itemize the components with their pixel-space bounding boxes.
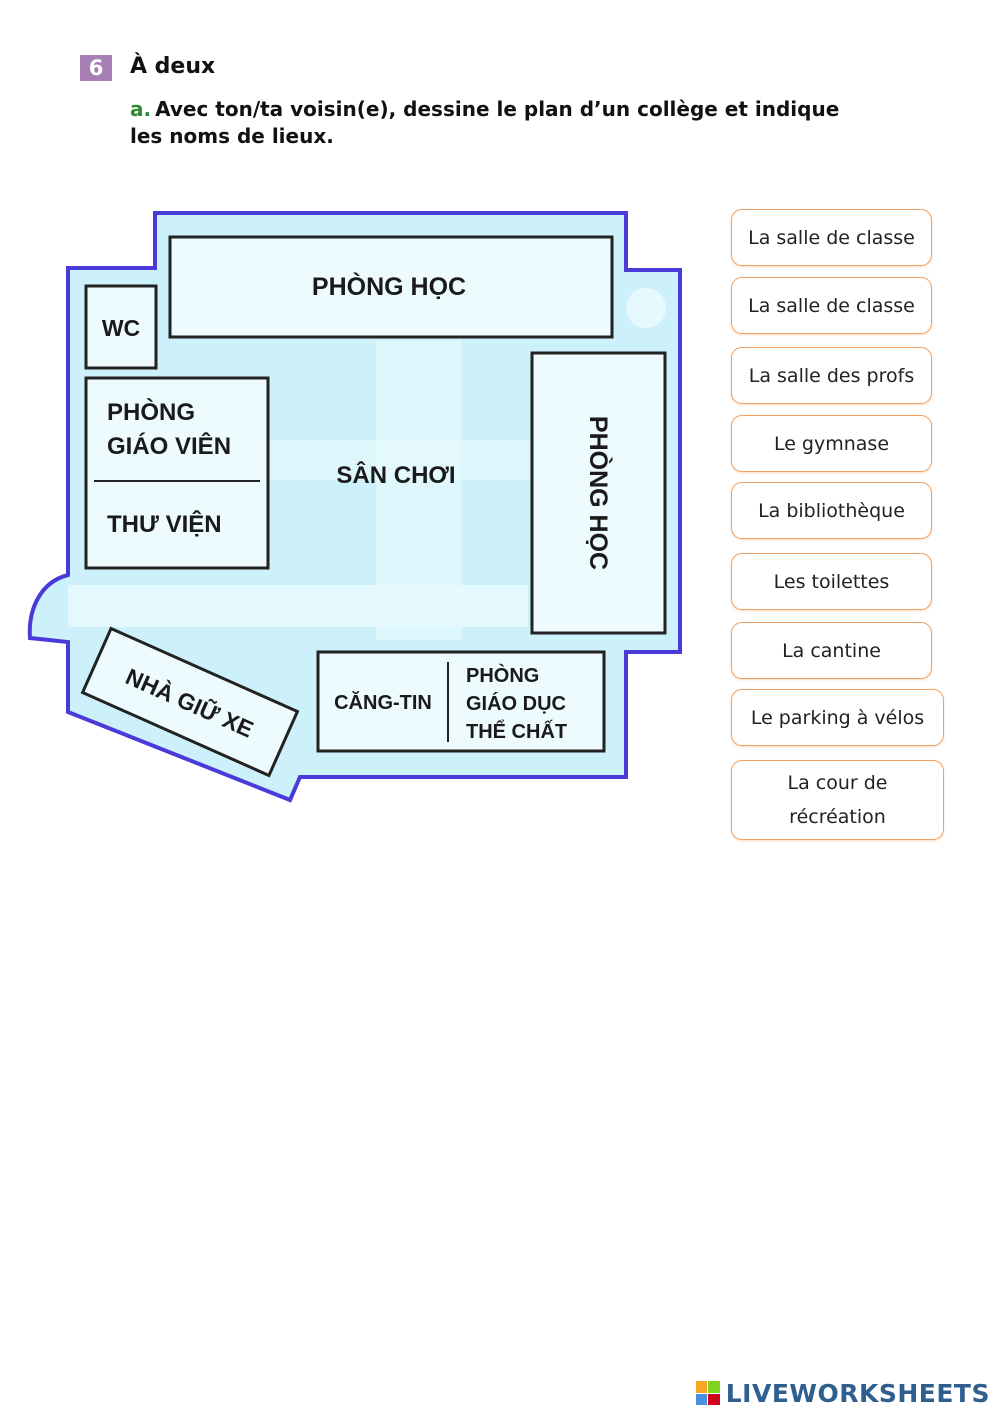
room-wc bbox=[84, 284, 158, 370]
label-phong-gdtc-2: GIÁO DỤC bbox=[466, 692, 566, 715]
answer-box[interactable]: Les toilettes bbox=[731, 553, 932, 610]
plan-decor-circle bbox=[626, 288, 666, 328]
label-phong-hoc-right: PHÒNG HỌC bbox=[584, 416, 614, 570]
liveworksheets-brand: LIVEWORKSHEETS bbox=[725, 1378, 990, 1408]
instruction-text: Avec ton/ta voisin(e), dessine le plan d… bbox=[130, 97, 840, 148]
label-phong-hoc-top: PHÒNG HỌC bbox=[312, 271, 466, 301]
label-phong-gdtc-1: PHÒNG bbox=[466, 663, 539, 687]
room-phong-giao-vien bbox=[84, 376, 270, 570]
label-phong-gdtc-3: THỂ CHẤT bbox=[466, 720, 567, 743]
answer-box[interactable]: La salle des profs bbox=[731, 347, 932, 404]
room-cang-tin bbox=[316, 650, 606, 753]
answer-box[interactable]: La salle de classe bbox=[731, 277, 932, 334]
label-phong-giao-vien-2: GIÁO VIÊN bbox=[107, 432, 231, 460]
label-thu-vien: THƯ VIỆN bbox=[107, 510, 222, 538]
room-phong-hoc-right bbox=[530, 351, 667, 635]
room-nha-giu-xe bbox=[80, 626, 300, 778]
room-phong-hoc-top bbox=[168, 235, 614, 339]
liveworksheets-logo: LIVEWORKSHEETS bbox=[695, 1378, 990, 1408]
label-phong-giao-vien-1: PHÒNG bbox=[107, 398, 195, 426]
instruction-letter: a. bbox=[130, 97, 152, 121]
answer-box[interactable]: La bibliothèque bbox=[731, 482, 932, 539]
label-cang-tin: CĂNG-TIN bbox=[334, 691, 432, 714]
answer-box[interactable]: Le gymnase bbox=[731, 415, 932, 472]
answer-box[interactable]: La cantine bbox=[731, 622, 932, 679]
answer-box[interactable]: La cour de récréation bbox=[731, 760, 944, 840]
plan-path-horizontal-2 bbox=[270, 440, 530, 480]
plan-path-vertical-1 bbox=[376, 340, 462, 640]
answer-box[interactable]: Le parking à vélos bbox=[731, 689, 944, 746]
exercise-number-badge: 6 bbox=[80, 55, 112, 81]
exercise-instruction: a.Avec ton/ta voisin(e), dessine le plan… bbox=[130, 96, 850, 150]
answer-box[interactable]: La salle de classe bbox=[731, 209, 932, 266]
liveworksheets-icon bbox=[695, 1381, 720, 1405]
exercise-title: À deux bbox=[130, 54, 216, 79]
label-san-choi: SÂN CHƠI bbox=[336, 461, 455, 489]
label-wc: WC bbox=[102, 315, 140, 341]
